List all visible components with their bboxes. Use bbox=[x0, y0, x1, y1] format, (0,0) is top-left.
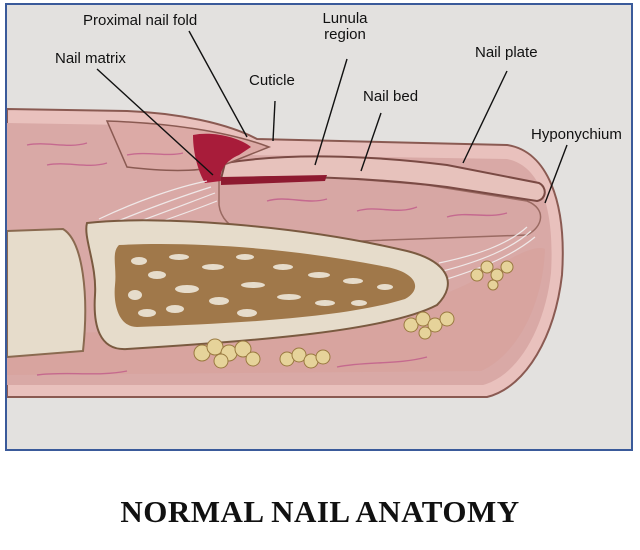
label-lunula-region: Lunula region bbox=[315, 11, 375, 43]
anatomy-illustration: Proximal nail fold Lunula region Nail ma… bbox=[5, 3, 633, 451]
dermal-vessels bbox=[26, 142, 508, 376]
figure-caption: NORMAL NAIL ANATOMY bbox=[120, 494, 520, 529]
label-lunula-line2: region bbox=[324, 26, 366, 43]
fat-lobules bbox=[193, 260, 514, 369]
label-hyponychium: Hyponychium bbox=[531, 126, 622, 143]
label-cuticle: Cuticle bbox=[249, 72, 295, 89]
label-nail-matrix: Nail matrix bbox=[55, 50, 126, 67]
bone-trabeculae bbox=[128, 254, 393, 317]
lunula-streak bbox=[221, 175, 327, 185]
label-nail-plate: Nail plate bbox=[475, 44, 538, 61]
label-proximal-nail-fold: Proximal nail fold bbox=[83, 12, 198, 29]
nail-cross-section bbox=[7, 30, 568, 398]
trabecular-bone bbox=[114, 243, 416, 327]
leader-lines bbox=[96, 30, 568, 204]
label-lunula-line1: Lunula bbox=[322, 10, 368, 27]
middle-phalanx bbox=[7, 227, 87, 359]
label-nail-bed: Nail bed bbox=[363, 88, 419, 105]
